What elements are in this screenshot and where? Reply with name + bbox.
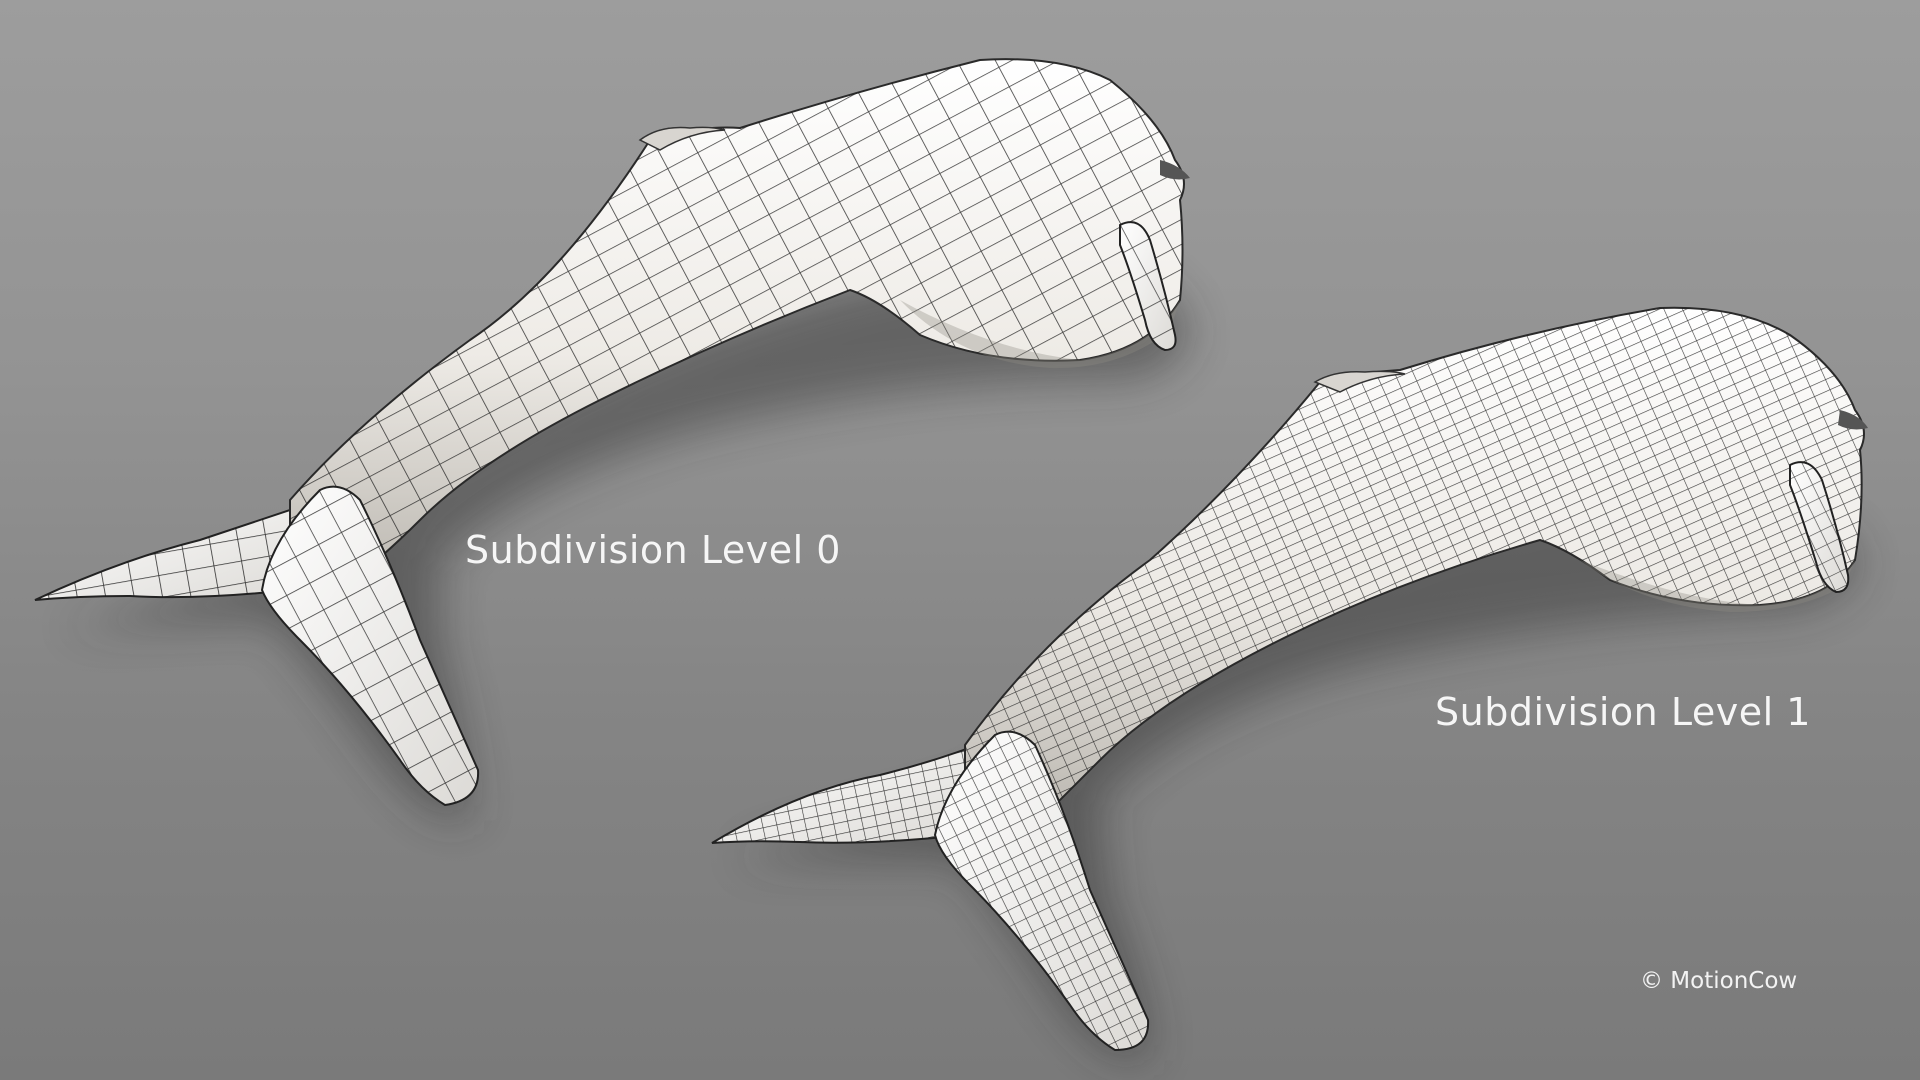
whale-model-level-1	[711, 306, 1868, 1061]
copyright-credit: © MotionCow	[1640, 968, 1798, 994]
subdivision-level-1-label: Subdivision Level 1	[1435, 690, 1811, 734]
whale-1-head-detail	[1838, 410, 1868, 430]
whale-0-dorsal-fin	[638, 126, 726, 151]
whale-model-level-0	[34, 58, 1190, 821]
whale-0-head-detail	[1160, 160, 1190, 180]
subdivision-level-0-label: Subdivision Level 0	[465, 528, 841, 572]
whale-1-dorsal-fin	[1313, 370, 1406, 393]
